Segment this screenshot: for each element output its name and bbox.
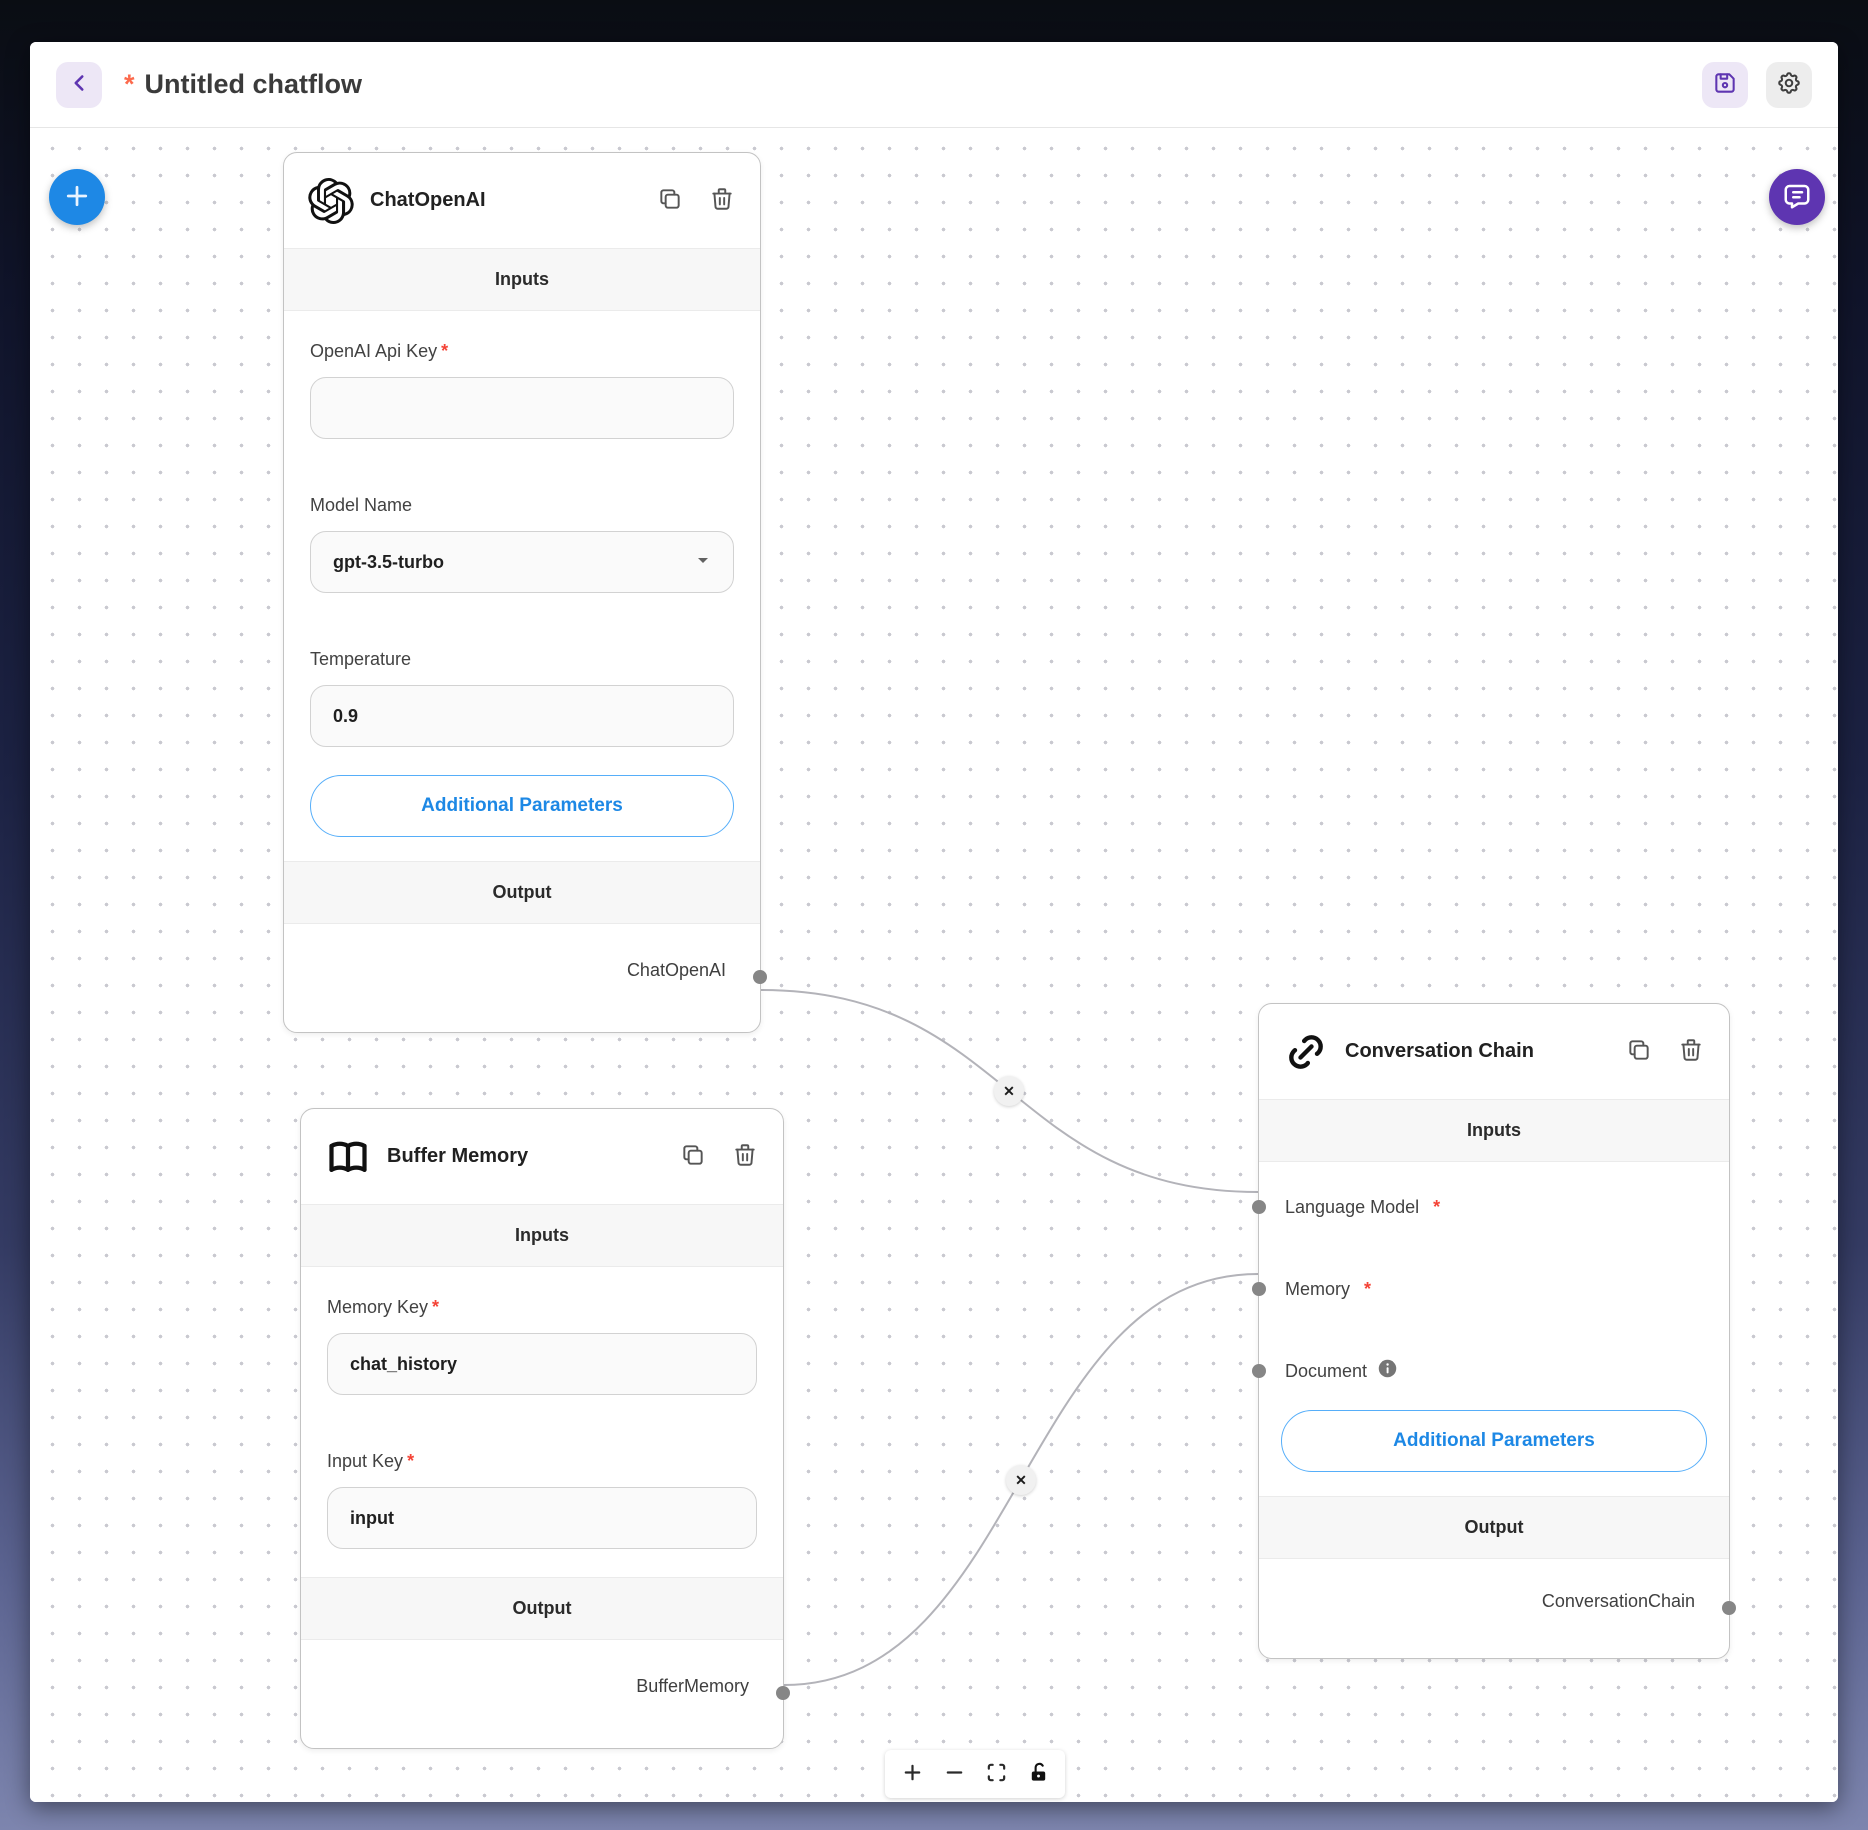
unsaved-marker: * (124, 69, 135, 99)
selected-model: gpt-3.5-turbo (333, 551, 444, 572)
chevron-left-icon (66, 70, 92, 99)
output-handle[interactable] (753, 970, 767, 984)
openai-api-key-input[interactable] (310, 377, 734, 439)
input-handle[interactable] (1252, 1200, 1266, 1214)
back-button[interactable] (56, 61, 102, 108)
chevron-down-icon (691, 548, 715, 577)
topbar: * Untitled chatflow (30, 42, 1838, 128)
input-handle[interactable] (1252, 1282, 1266, 1296)
required-asterisk: * (432, 1297, 440, 1317)
fit-view-icon (985, 1761, 1008, 1787)
node-title: Buffer Memory (387, 1145, 529, 1167)
additional-parameters-button[interactable]: Additional Parameters (310, 775, 734, 837)
field-label-text: OpenAI Api Key (310, 341, 438, 361)
required-asterisk: * (407, 1451, 415, 1471)
duplicate-node-button[interactable] (656, 187, 684, 215)
info-icon[interactable] (1377, 1358, 1398, 1384)
duplicate-node-button[interactable] (679, 1143, 707, 1171)
output-section-header: Output (1259, 1496, 1729, 1559)
trash-icon (1678, 1037, 1704, 1066)
duplicate-node-button[interactable] (1625, 1038, 1653, 1066)
output-handle[interactable] (776, 1686, 790, 1700)
chain-link-icon (1283, 1029, 1329, 1075)
minus-icon (943, 1761, 966, 1787)
add-node-button[interactable] (49, 169, 105, 225)
field-label: Memory Key* (327, 1297, 757, 1318)
node-title: ChatOpenAI (370, 189, 486, 211)
output-section-header: Output (284, 861, 760, 924)
output-handle[interactable] (1722, 1601, 1736, 1615)
anchor-label: Language Model (1285, 1196, 1420, 1217)
delete-node-button[interactable] (708, 187, 736, 215)
inputs-section-header: Inputs (284, 248, 760, 311)
field-label-text: Input Key (327, 1451, 404, 1471)
memory-book-icon (325, 1134, 371, 1180)
lock-open-icon (1027, 1761, 1050, 1787)
field-label: Temperature (310, 649, 734, 670)
field-label-text: Model Name (310, 495, 413, 515)
input-anchor-memory: Memory * (1252, 1272, 1729, 1306)
output-anchor-label: ChatOpenAI (626, 960, 726, 980)
delete-node-button[interactable] (1677, 1038, 1705, 1066)
required-asterisk: * (1364, 1278, 1372, 1299)
zoom-in-button[interactable] (891, 1753, 933, 1795)
save-chatflow-button[interactable] (1702, 61, 1748, 108)
output-section-header: Output (301, 1577, 783, 1640)
memory-key-input[interactable] (327, 1333, 757, 1395)
input-key-input[interactable] (327, 1487, 757, 1549)
copy-icon (680, 1142, 706, 1171)
additional-parameters-button[interactable]: Additional Parameters (1281, 1410, 1707, 1472)
output-anchor-label: BufferMemory (636, 1676, 749, 1696)
node-chatopenai[interactable]: ChatOpenAI Inputs OpenAI Api Key* M (283, 152, 767, 1033)
chat-button[interactable] (1769, 169, 1825, 225)
close-icon: ✕ (1003, 1082, 1015, 1099)
zoom-out-button[interactable] (933, 1753, 975, 1795)
page-title: * Untitled chatflow (124, 69, 362, 100)
settings-button[interactable] (1766, 61, 1812, 108)
lock-toggle-button[interactable] (1017, 1753, 1059, 1795)
chatflow-window: * Untitled chatflow (30, 42, 1838, 1802)
field-label: OpenAI Api Key* (310, 341, 734, 362)
canvas-controls (885, 1750, 1065, 1798)
anchor-label: Document (1285, 1360, 1368, 1381)
trash-icon (709, 186, 735, 215)
input-handle[interactable] (1252, 1364, 1266, 1378)
chatflow-name: Untitled chatflow (144, 69, 363, 99)
close-icon: ✕ (1015, 1471, 1027, 1488)
required-asterisk: * (1433, 1196, 1441, 1217)
edge-delete-button[interactable]: ✕ (1006, 1465, 1036, 1495)
required-asterisk: * (441, 341, 449, 361)
inputs-section-header: Inputs (1259, 1099, 1729, 1162)
openai-logo-icon (308, 177, 354, 224)
output-anchor-label: ConversationChain (1541, 1591, 1695, 1611)
field-label-text: Memory Key (327, 1297, 429, 1317)
field-label: Model Name (310, 495, 734, 516)
input-anchor-document: Document (1252, 1354, 1729, 1388)
field-label: Input Key* (327, 1451, 757, 1472)
input-anchor-language-model: Language Model * (1252, 1190, 1729, 1224)
inputs-section-header: Inputs (301, 1204, 783, 1267)
model-name-select[interactable]: gpt-3.5-turbo (310, 531, 734, 593)
copy-icon (1626, 1037, 1652, 1066)
plus-icon (901, 1761, 924, 1787)
flow-canvas[interactable]: ChatOpenAI Inputs OpenAI Api Key* M (30, 128, 1838, 1802)
node-buffermemory[interactable]: Buffer Memory Inputs Memory Key* In (300, 1108, 790, 1749)
anchor-label: Memory (1285, 1278, 1351, 1299)
chat-bubble-icon (1782, 181, 1812, 214)
fit-view-button[interactable] (975, 1753, 1017, 1795)
node-title: Conversation Chain (1345, 1040, 1534, 1062)
node-conversationchain[interactable]: Conversation Chain Inputs Language Model… (1252, 1003, 1736, 1659)
save-icon (1712, 70, 1738, 99)
field-label-text: Temperature (310, 649, 412, 669)
copy-icon (657, 186, 683, 215)
delete-node-button[interactable] (731, 1143, 759, 1171)
trash-icon (732, 1142, 758, 1171)
gear-icon (1776, 70, 1802, 99)
temperature-input[interactable] (310, 685, 734, 747)
plus-icon (62, 181, 92, 214)
edge-delete-button[interactable]: ✕ (994, 1076, 1024, 1106)
